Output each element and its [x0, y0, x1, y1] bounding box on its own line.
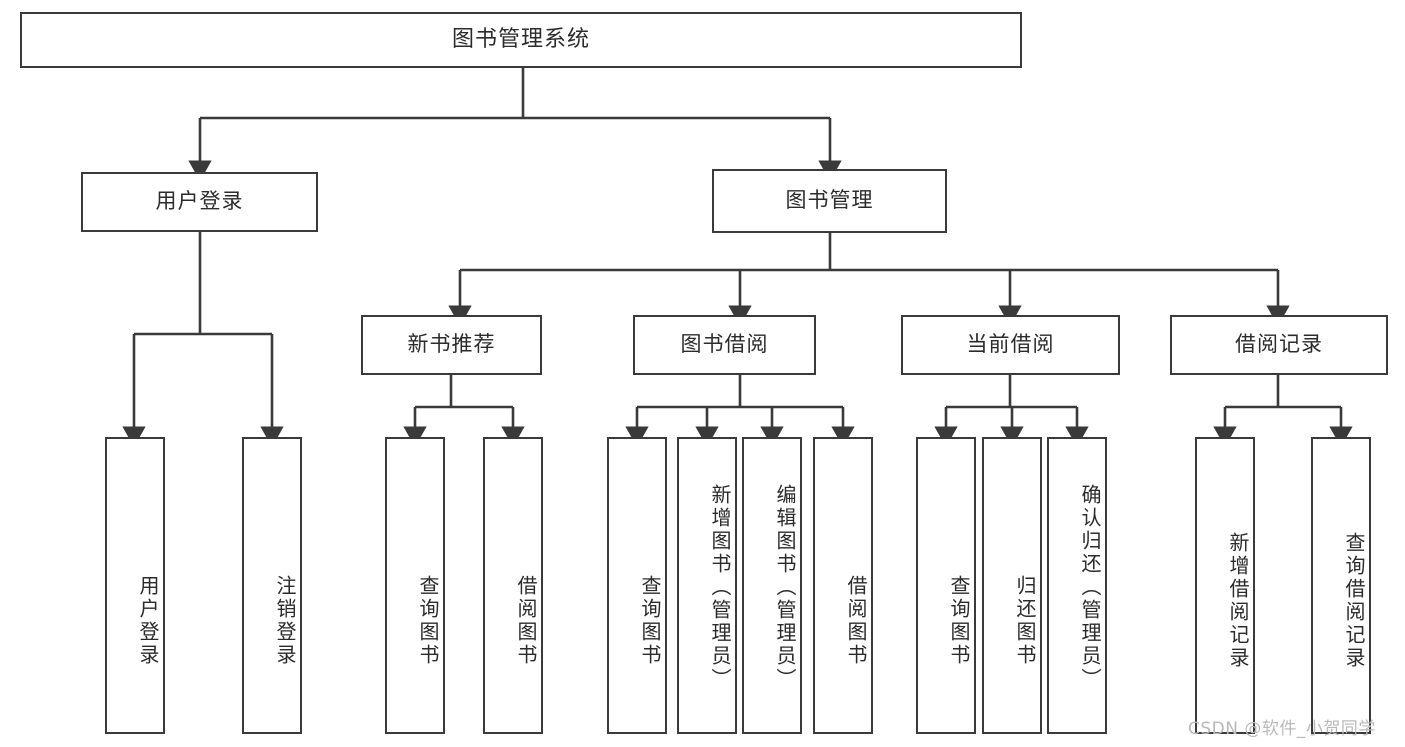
leaf-edit-book[interactable]: 编辑图书（管理员）	[742, 437, 802, 734]
csdn-watermark: CSDN @软件_小贺同学	[1188, 719, 1376, 739]
node-borrow-record[interactable]: 借阅记录	[1170, 315, 1388, 375]
node-book-borrow[interactable]: 图书借阅	[633, 315, 816, 375]
leaf-borrow-book-1[interactable]: 借阅图书	[483, 437, 543, 734]
leaf-query-book-2[interactable]: 查询图书	[607, 437, 667, 734]
leaf-user-logout[interactable]: 注销登录	[242, 437, 302, 734]
leaf-query-record[interactable]: 查询借阅记录	[1311, 437, 1371, 734]
leaf-query-book-3[interactable]: 查询图书	[916, 437, 976, 734]
node-current-borrow[interactable]: 当前借阅	[901, 315, 1120, 375]
node-user-login[interactable]: 用户登录	[81, 172, 318, 232]
node-new-book-recommend[interactable]: 新书推荐	[361, 315, 542, 375]
leaf-borrow-book-2[interactable]: 借阅图书	[813, 437, 873, 734]
leaf-user-login[interactable]: 用户登录	[105, 437, 165, 734]
leaf-return-book[interactable]: 归还图书	[982, 437, 1042, 734]
leaf-confirm-return[interactable]: 确认归还（管理员）	[1047, 437, 1107, 734]
node-root[interactable]: 图书管理系统	[20, 12, 1022, 68]
node-book-manage[interactable]: 图书管理	[712, 169, 947, 233]
leaf-query-book-1[interactable]: 查询图书	[385, 437, 445, 734]
leaf-add-record[interactable]: 新增借阅记录	[1195, 437, 1255, 734]
leaf-add-book[interactable]: 新增图书（管理员）	[677, 437, 737, 734]
